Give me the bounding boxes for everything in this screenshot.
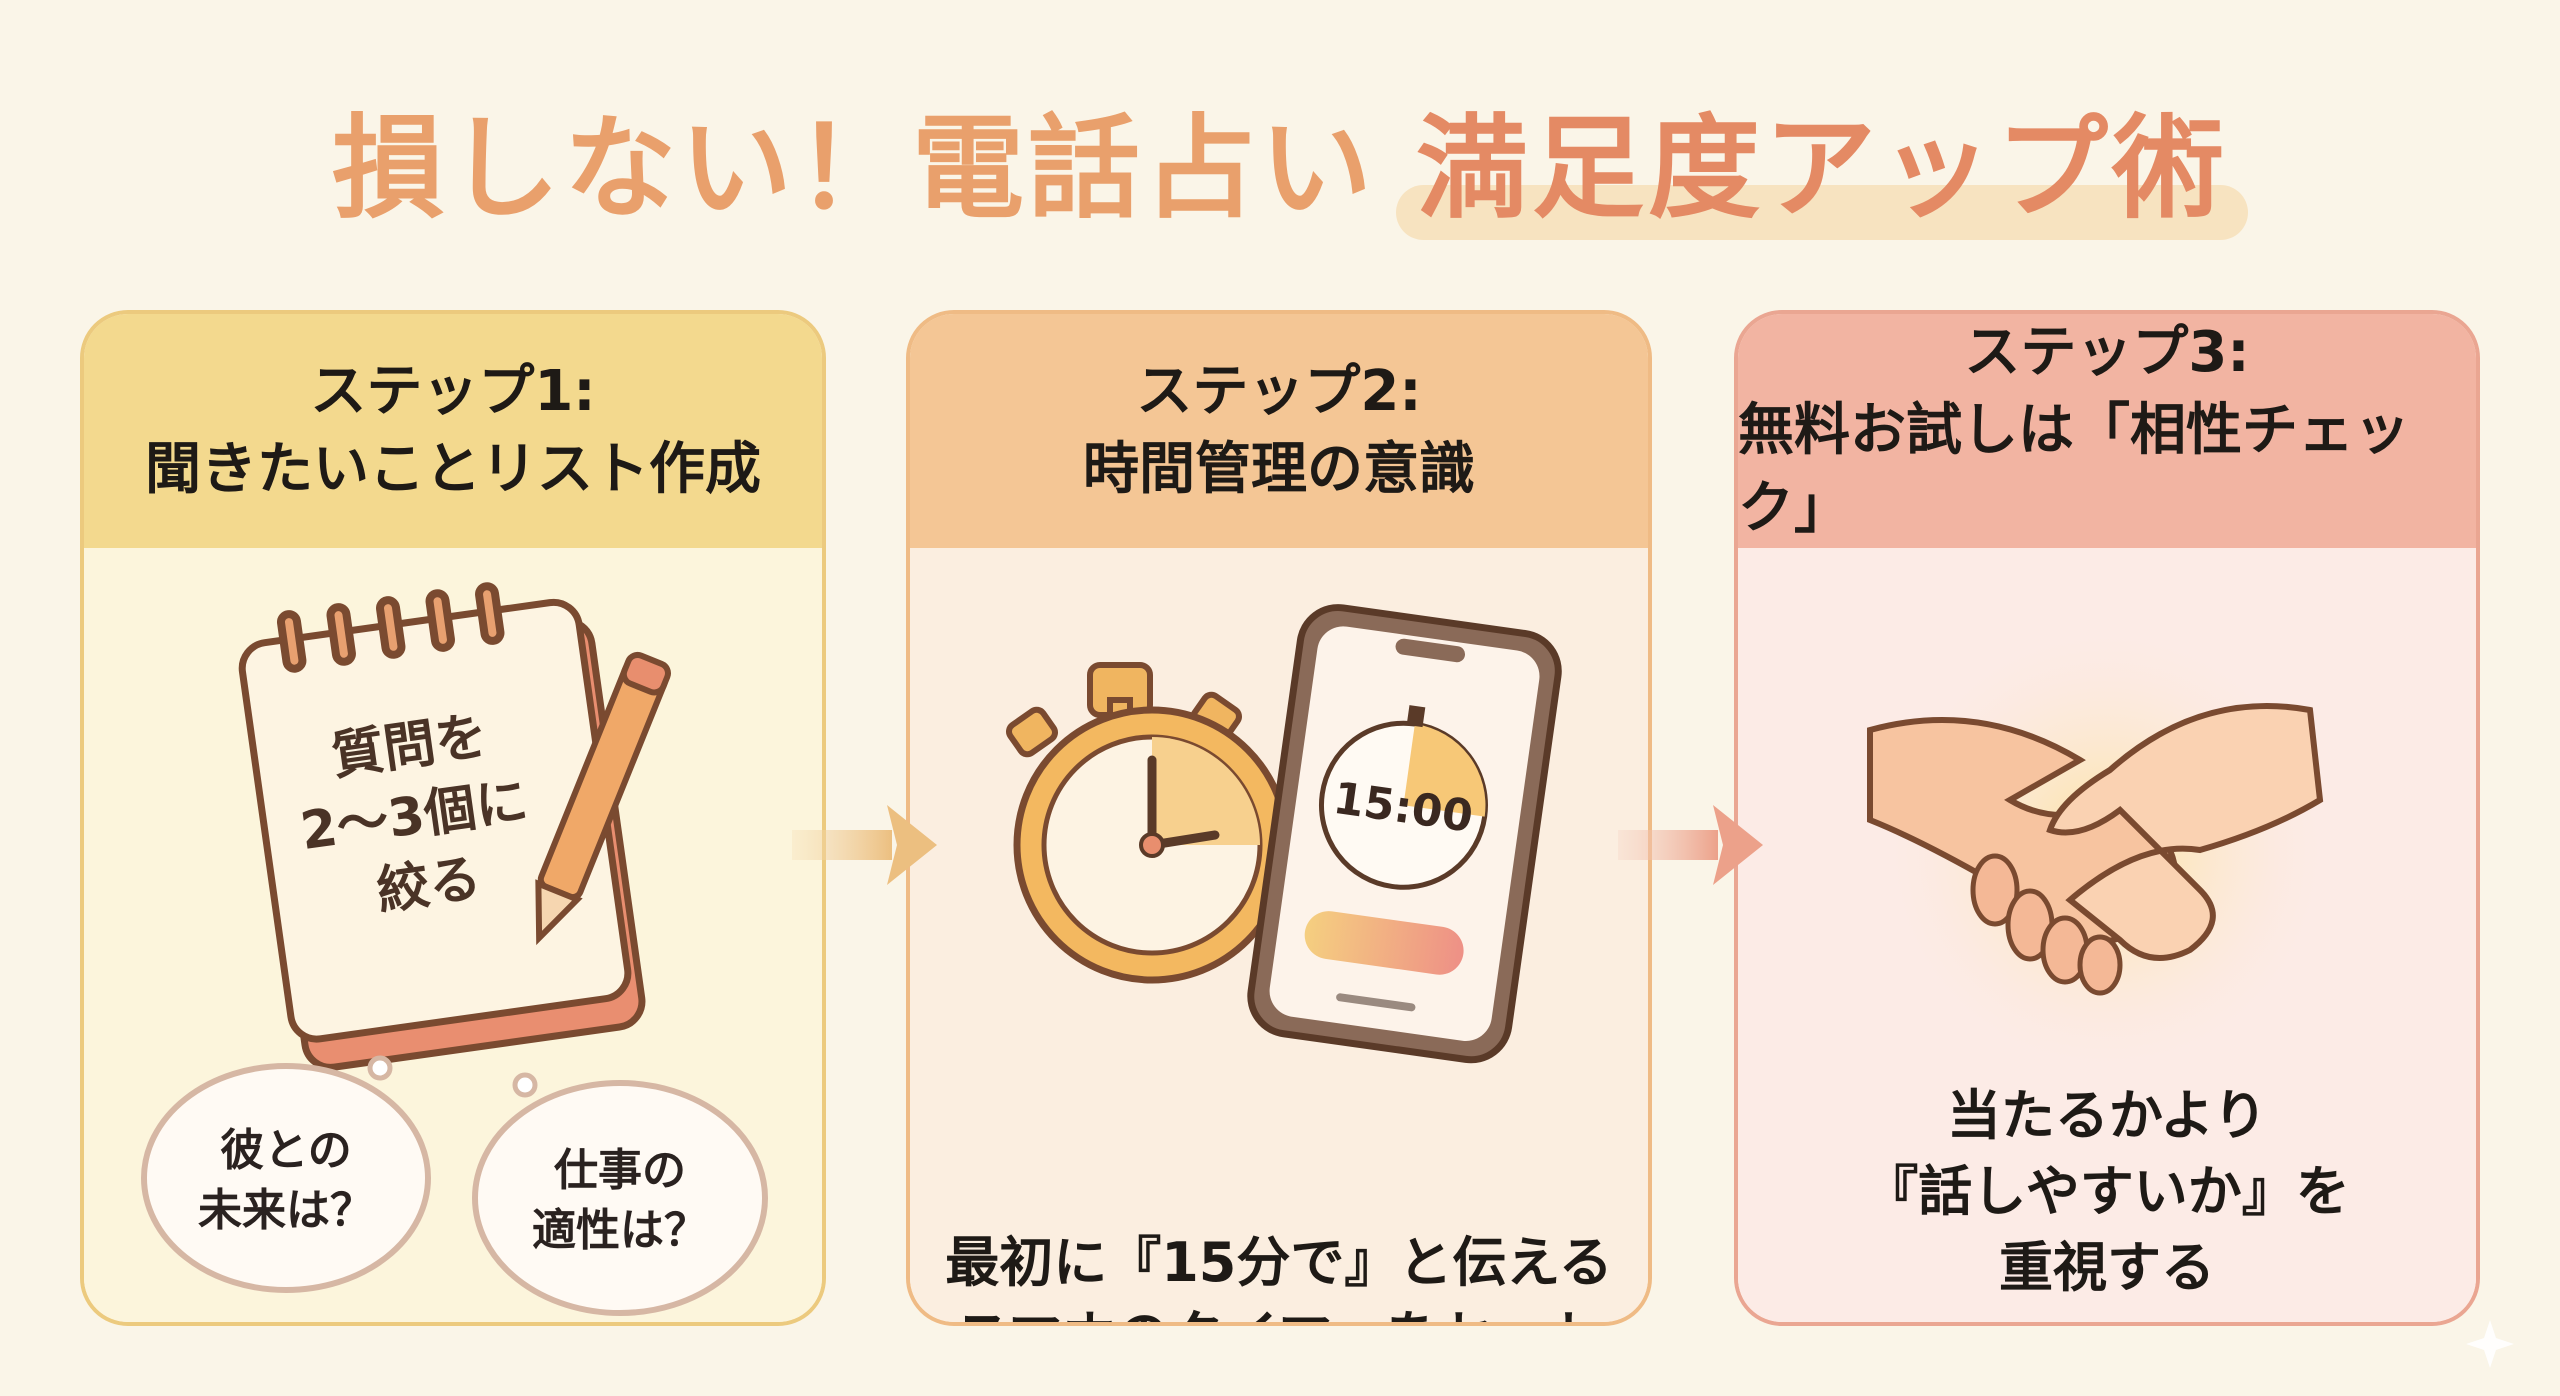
step-heading: 無料お試しは「相性チェック」 xyxy=(1738,398,2410,541)
pencil-icon xyxy=(535,651,671,946)
step-header: ステップ1: 聞きたいことリスト作成 xyxy=(84,314,822,548)
notepad-text: 絞る xyxy=(373,848,484,922)
title-highlight: 満足度アップ術 xyxy=(1416,104,2228,234)
description-line: 重視する xyxy=(1999,1236,2215,1299)
thought-bubble: 仕事の 適性は？ xyxy=(472,1072,768,1316)
arrow-right-icon xyxy=(1618,805,1763,885)
bubble-text: 未来は？ xyxy=(198,1185,374,1236)
sparkle-icon xyxy=(2466,1320,2514,1368)
thought-bubble: 彼との 未来は？ xyxy=(141,1055,431,1293)
description-line: 『話しやすいか』を xyxy=(1864,1160,2350,1223)
step-header: ステップ2: 時間管理の意識 xyxy=(910,314,1648,548)
notepad-icon: 質問を 2〜3個に 絞る xyxy=(238,582,646,1071)
step-label: ステップ3: xyxy=(1964,320,2250,385)
smartphone-icon: 15:00 xyxy=(1247,604,1562,1064)
arrow-right-icon xyxy=(792,805,937,885)
page-title: 損しない！電話占い満足度アップ術 xyxy=(0,78,2560,240)
step-description: 最初に『15分で』と伝える スマホのタイマーをセット xyxy=(910,1226,1648,1322)
title-main: 損しない！電話占い xyxy=(332,104,1376,234)
description-line: 当たるかより xyxy=(1946,1084,2268,1147)
bubble-text: 適性は？ xyxy=(532,1205,708,1256)
step-label: ステップ2: xyxy=(1136,359,1422,424)
step-header: ステップ3: 無料お試しは「相性チェック」 xyxy=(1738,314,2476,548)
step-heading: 時間管理の意識 xyxy=(1083,437,1475,502)
stopwatch-icon xyxy=(1006,662,1291,984)
bubble-text: 仕事の xyxy=(554,1145,686,1196)
description-line: 最初に『15分で』と伝える xyxy=(945,1231,1613,1294)
handshake-icon xyxy=(1867,620,2336,1080)
bubble-text: 彼との xyxy=(220,1125,352,1176)
description-line: スマホのタイマーをセット xyxy=(910,1300,1648,1322)
step-description: 当たるかより 『話しやすいか』を 重視する xyxy=(1738,1078,2476,1306)
step-label: ステップ1: xyxy=(310,359,596,424)
step-heading: 聞きたいことリスト作成 xyxy=(145,437,761,502)
